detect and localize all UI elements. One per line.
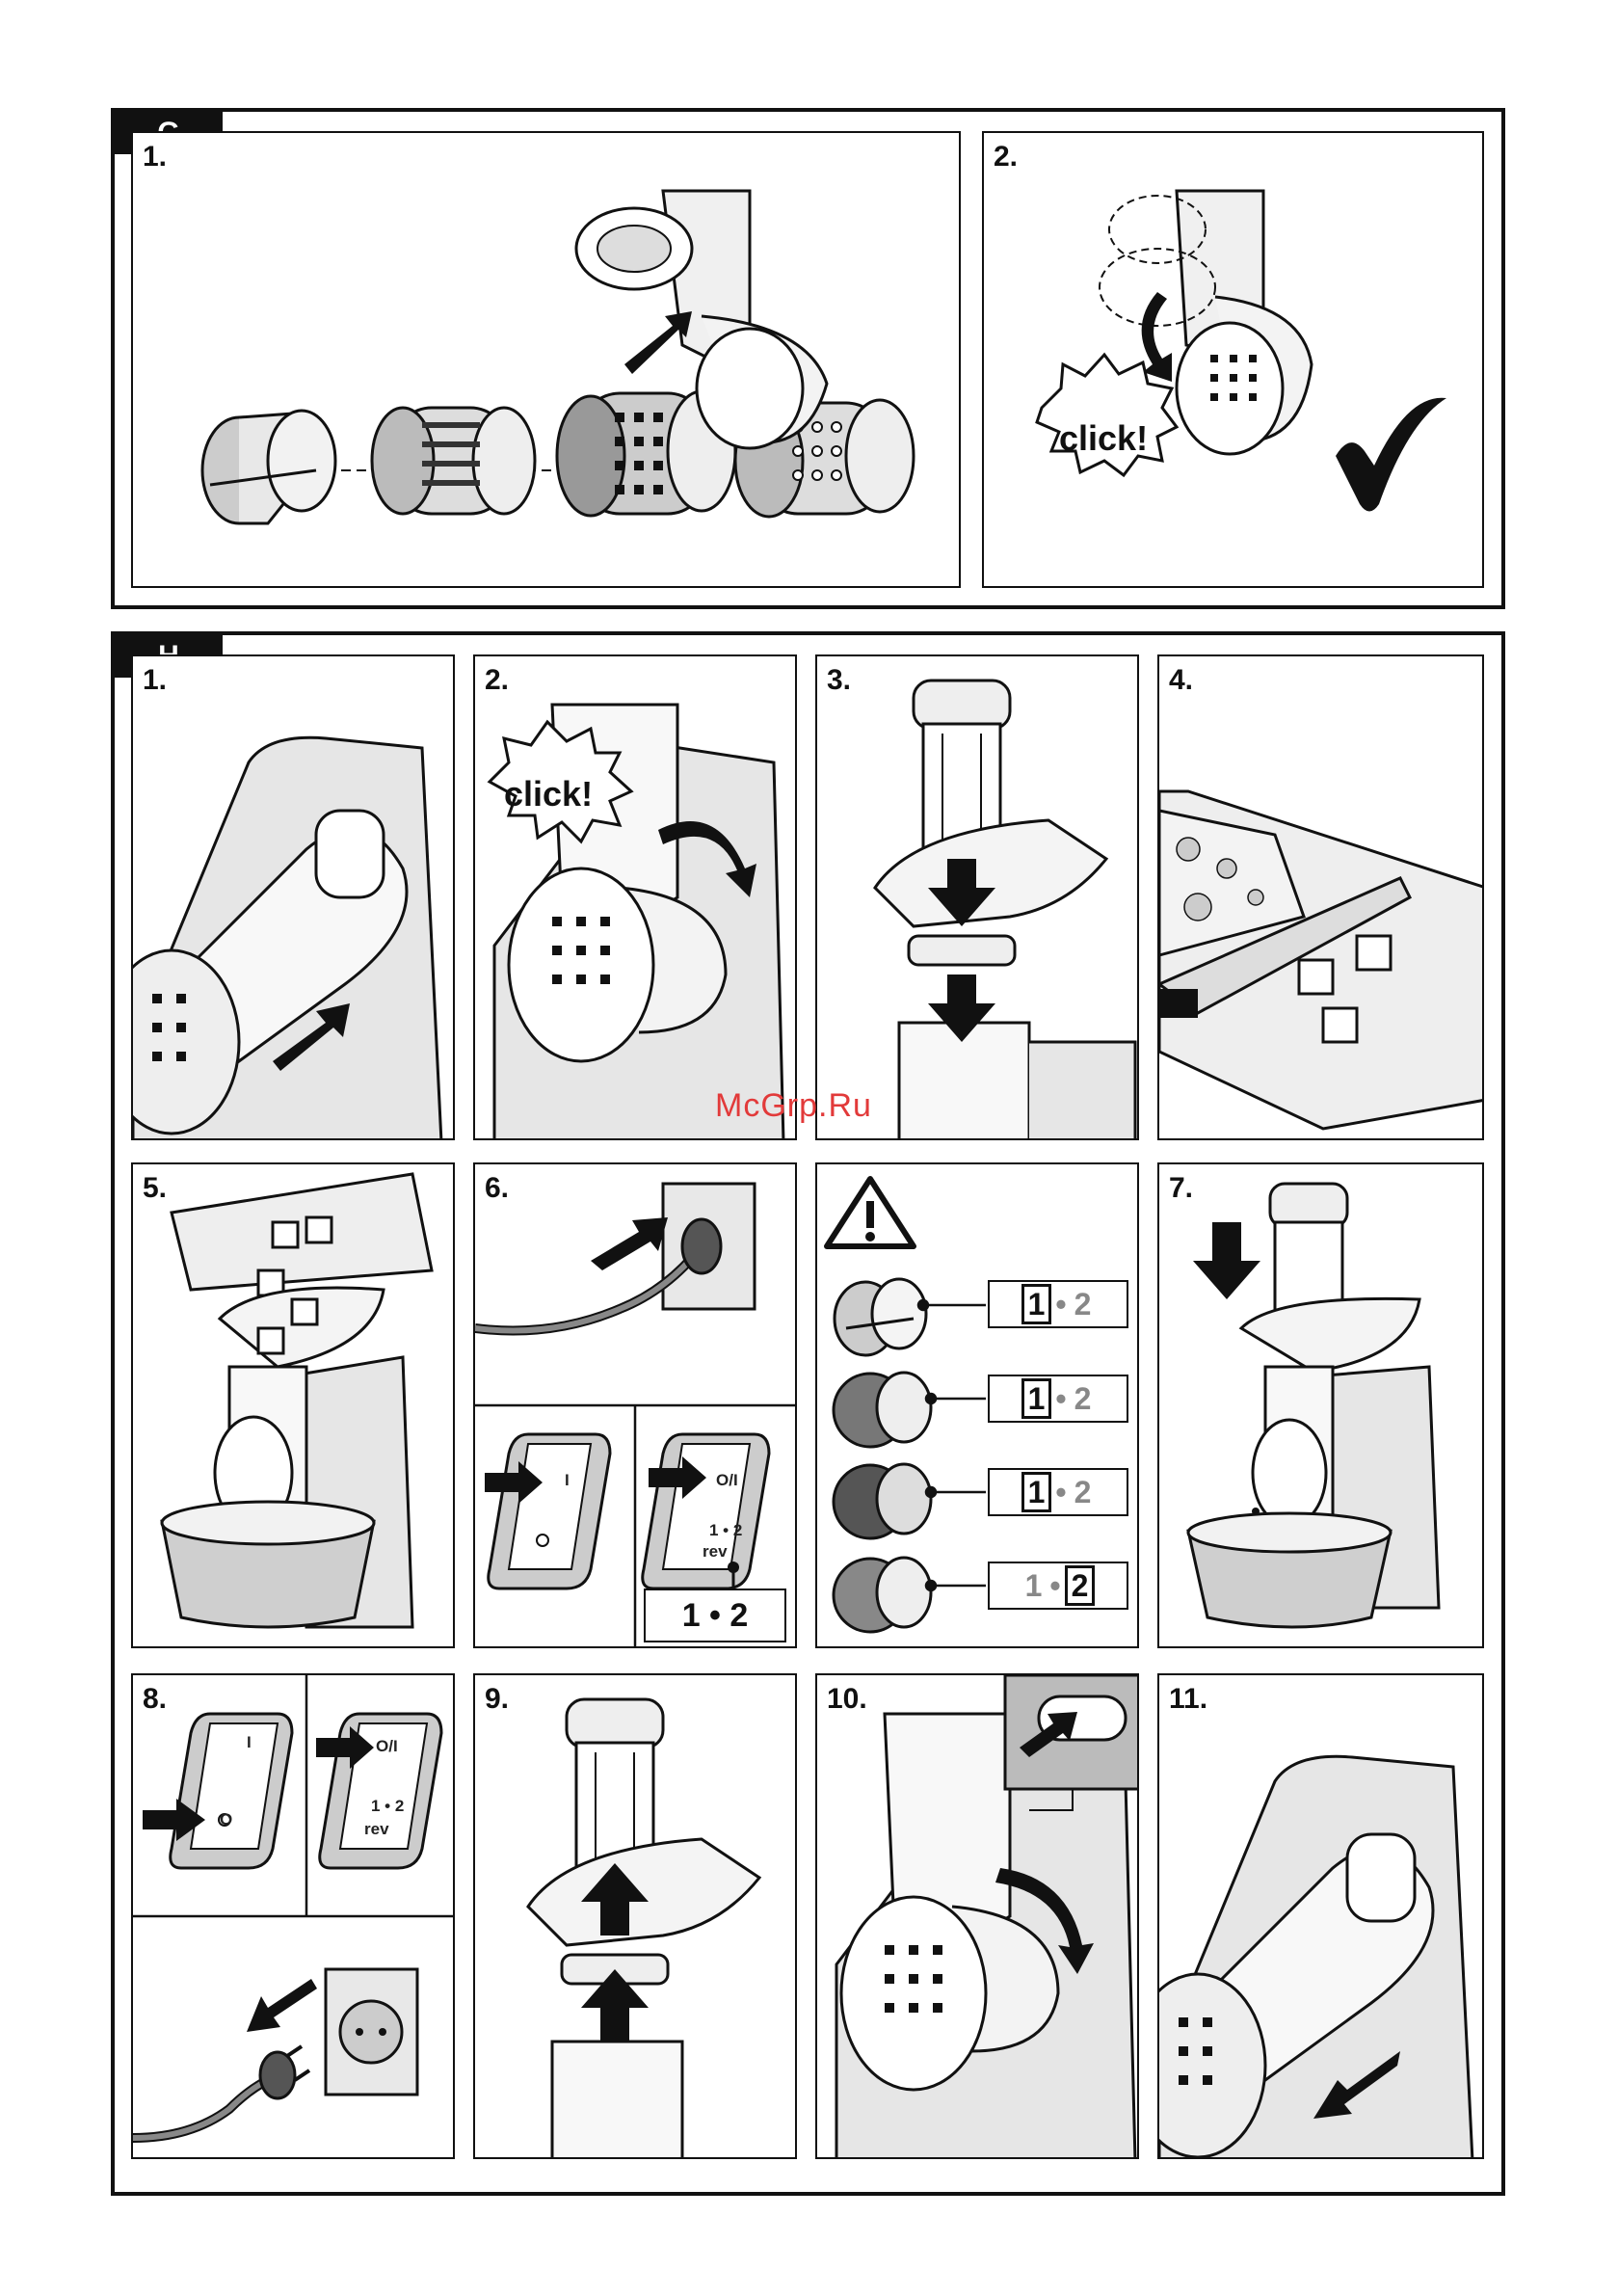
drum-speed-2: 1 • 2 [988,1375,1128,1423]
drum-speed-3-first: 1 [1021,1472,1052,1512]
h-step-5-illustration [133,1164,455,1648]
h-step-2-click-label: click! [504,774,593,814]
drum-speed-3-second: 2 [1071,1475,1096,1510]
h-step-6-panel: 6. I O/I 1 • 2 rev 1 • 2 [473,1162,797,1648]
drum-speed-1-sep: • [1055,1287,1066,1322]
h-step-6-switch-on2-label: O/I [716,1471,738,1490]
drum-speed-1: 1 • 2 [988,1280,1128,1328]
h-step-1-illustration [133,656,455,1140]
g-step-2-illustration [984,133,1484,588]
drum-speed-4-first: 1 [1021,1568,1047,1604]
h-step-6-switch-rev-label: rev [703,1542,728,1562]
h-step-11-panel: 11. [1157,1673,1484,2159]
h-step-6-speed-setting: 1 • 2 [644,1589,786,1642]
h-step-7-illustration [1159,1164,1484,1648]
drum-speed-2-sep: • [1055,1381,1066,1417]
h-step-1-panel: 1. [131,654,455,1140]
h-step-7-panel: 7. [1157,1162,1484,1648]
checkmark-icon [1336,398,1446,512]
h-step-9-illustration [475,1675,797,2159]
drum-speed-4: 1 • 2 [988,1562,1128,1610]
drum-speed-2-second: 2 [1071,1381,1096,1417]
h-warning-panel: 1 • 2 1 • 2 1 • 2 1 • 2 [815,1162,1139,1648]
h-step-10-panel: 10. [815,1673,1139,2159]
h-step-6-switch-speed-label: 1 • 2 [709,1521,742,1540]
h-step-8-illustration [133,1675,455,2159]
h-step-10-illustration [817,1675,1139,2159]
rotate-arrow-icon [1142,292,1172,382]
h-step-6-illustration [475,1164,797,1648]
g-step-1-panel: 1. [131,131,961,588]
g-step-2-click-label: click! [1059,418,1148,459]
h-step-6-switch-on-label: I [565,1471,570,1490]
h-step-3-panel: 3. [815,654,1139,1140]
unplug-arrow-icon [247,1979,317,2032]
drum-speed-1-first: 1 [1021,1284,1052,1324]
h-step-11-illustration [1159,1675,1484,2159]
drum-speed-4-sep: • [1049,1568,1060,1604]
h-step-8-switch-on-label: I [247,1733,252,1752]
fine-grating-drum-icon [372,408,535,514]
h-step-5-panel: 5. [131,1162,455,1648]
drum-speed-4-second: 2 [1065,1565,1096,1606]
push-down-arrow-icon [1193,1222,1260,1299]
h-step-4-illustration [1159,656,1484,1140]
coarse-grating-drum-icon [834,1464,931,1538]
medium-grating-drum-icon [834,1558,931,1632]
slicing-drum-icon [835,1279,926,1355]
drum-speed-3-sep: • [1055,1475,1066,1510]
h-step-8-switch-on2-label: O/I [376,1737,398,1756]
slicing-drum-icon [202,411,335,523]
h-step-2-panel: 2. click! [473,654,797,1140]
h-step-4-panel: 4. [1157,654,1484,1140]
drum-speed-1-second: 2 [1071,1287,1096,1322]
h-step-8-switch-rev-label: rev [364,1820,389,1839]
watermark: McGrp.Ru [715,1087,872,1125]
h-step-8-switch-speed-label: 1 • 2 [371,1797,404,1816]
g-step-1-illustration [133,133,961,588]
g-step-2-panel: 2. click! [982,131,1484,588]
h-step-9-panel: 9. [473,1673,797,2159]
h-step-3-illustration [817,656,1139,1140]
h-step-8-panel: 8. I O O/I 1 • 2 rev [131,1673,455,2159]
fine-grating-drum-icon [834,1373,931,1447]
h-step-2-illustration [475,656,797,1140]
drum-speed-3: 1 • 2 [988,1468,1128,1516]
h-step-8-switch-off-label: O [220,1810,232,1829]
plug-in-arrow-icon [591,1217,668,1270]
drum-speed-2-first: 1 [1021,1378,1052,1419]
